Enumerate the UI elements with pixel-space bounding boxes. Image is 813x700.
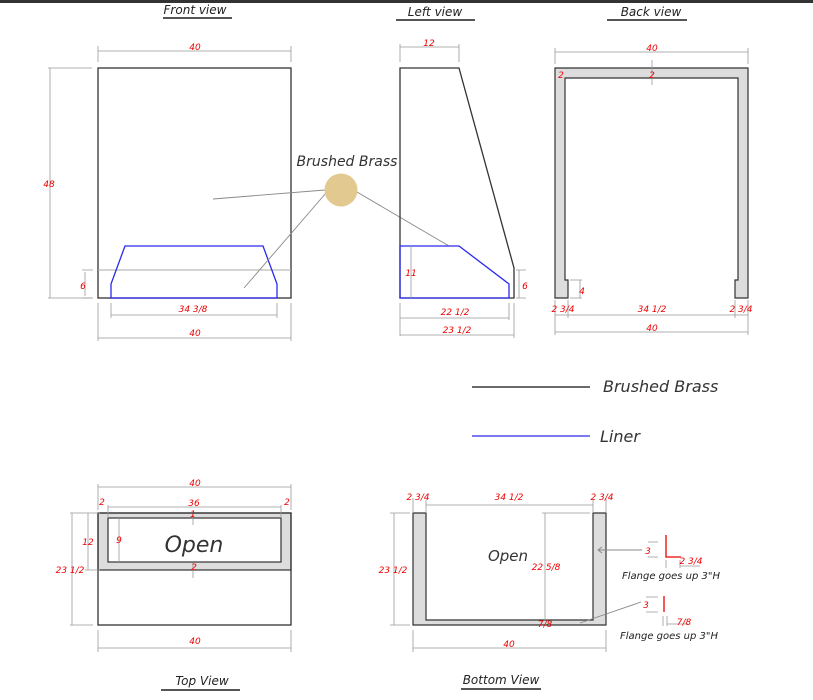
- top-opening: [107, 517, 282, 563]
- dim-left-top: 12: [423, 39, 435, 49]
- legend-liner-label: Liner: [600, 427, 641, 446]
- top-open-label: Open: [165, 533, 224, 558]
- callout-label: Brushed Brass: [297, 154, 398, 170]
- back-view: Back view 40 2 2 4 2 3/4 34 1/2 2 3/4 40: [551, 5, 753, 335]
- dim-bottom-inner-depth: 22 5/8: [532, 563, 561, 573]
- top-border: [0, 0, 813, 3]
- dim-front-liner: 34 3/8: [179, 305, 208, 315]
- material-callout: Brushed Brass: [212, 154, 450, 289]
- leader-lines: [212, 189, 450, 289]
- dim-top-opening-width: 36: [188, 499, 200, 509]
- dim-top-depth: 23 1/2: [56, 566, 85, 576]
- left-liner: [399, 245, 510, 299]
- flange2-height: 3: [643, 601, 649, 611]
- dim-top-right-margin: 2: [284, 498, 290, 508]
- dim-front-height: 48: [43, 180, 55, 190]
- dim-back-top: 2: [649, 71, 655, 81]
- bottom-frame: [412, 512, 607, 626]
- front-view: Front view 40 48 6 34 3/8 40: [43, 3, 292, 341]
- dim-top-width-bottom: 40: [189, 637, 201, 647]
- dim-back-side: 2: [558, 71, 564, 81]
- left-view-title: Left view: [408, 5, 463, 19]
- dim-bottom-right-leg: 2 3/4: [590, 493, 613, 503]
- dim-back-opening: 34 1/2: [638, 305, 667, 315]
- dim-bottom-depth: 23 1/2: [379, 566, 408, 576]
- dim-top-opening-depth: 9: [116, 536, 122, 546]
- dim-back-notch: 4: [579, 287, 585, 297]
- flange2-note: Flange goes up 3"H: [620, 631, 719, 642]
- dim-left-liner-h: 11: [405, 269, 416, 279]
- top-view-title: Top View: [175, 674, 229, 688]
- top-view: Open 40 2 36 2 1 9 12 23 1/2 2 40 Top Vi…: [56, 479, 292, 691]
- bottom-view-title: Bottom View: [463, 673, 540, 687]
- dim-bottom-left-leg: 2 3/4: [406, 493, 429, 503]
- dim-back-width-bottom: 40: [646, 324, 658, 334]
- dim-top-gap: 1: [190, 510, 196, 520]
- bottom-open-label: Open: [488, 547, 528, 565]
- flange1-leader: [597, 546, 642, 554]
- flange1-note: Flange goes up 3"H: [622, 571, 721, 582]
- back-frame: [554, 67, 749, 299]
- left-view: Left view 12 11 6 22 1/2 23 1/2: [396, 5, 528, 338]
- dim-front-width-bottom: 40: [189, 329, 201, 339]
- dim-top-band-depth: 12: [82, 538, 94, 548]
- brass-swatch: [324, 173, 358, 207]
- front-liner: [110, 245, 278, 299]
- flange1-width: 2 3/4: [679, 557, 702, 567]
- dim-left-liner-d: 22 1/2: [441, 308, 470, 318]
- dim-back-width-top: 40: [646, 44, 658, 54]
- bottom-view: 2 3/4 34 1/2 2 3/4 23 1/2 Open 22 5/8 7/…: [379, 493, 721, 690]
- front-outline: [97, 67, 292, 299]
- dim-top-bottom-gap: 2: [191, 563, 197, 573]
- legend: Brushed Brass Liner: [472, 377, 718, 446]
- front-view-title: Front view: [164, 3, 227, 17]
- dim-bottom-opening: 34 1/2: [495, 493, 524, 503]
- legend-brass-label: Brushed Brass: [603, 377, 718, 396]
- flange2-leader: [579, 601, 642, 624]
- top-outline: [97, 512, 292, 626]
- flange1-profile: [665, 535, 681, 558]
- dim-front-width-top: 40: [189, 43, 201, 53]
- dim-top-width-top: 40: [189, 479, 201, 489]
- dim-left-depth: 23 1/2: [443, 326, 472, 336]
- dim-bottom-width: 40: [503, 640, 515, 650]
- dim-front-base: 6: [80, 282, 86, 292]
- left-outline: [399, 67, 515, 299]
- dim-top-left-margin: 2: [99, 498, 105, 508]
- dim-bottom-back: 7/8: [538, 620, 553, 630]
- dim-back-right-leg: 2 3/4: [729, 305, 752, 315]
- flange2-width: 7/8: [677, 618, 692, 628]
- flange1-height: 3: [645, 547, 651, 557]
- back-view-title: Back view: [621, 5, 682, 19]
- dim-back-left-leg: 2 3/4: [551, 305, 574, 315]
- dim-left-base: 6: [522, 282, 528, 292]
